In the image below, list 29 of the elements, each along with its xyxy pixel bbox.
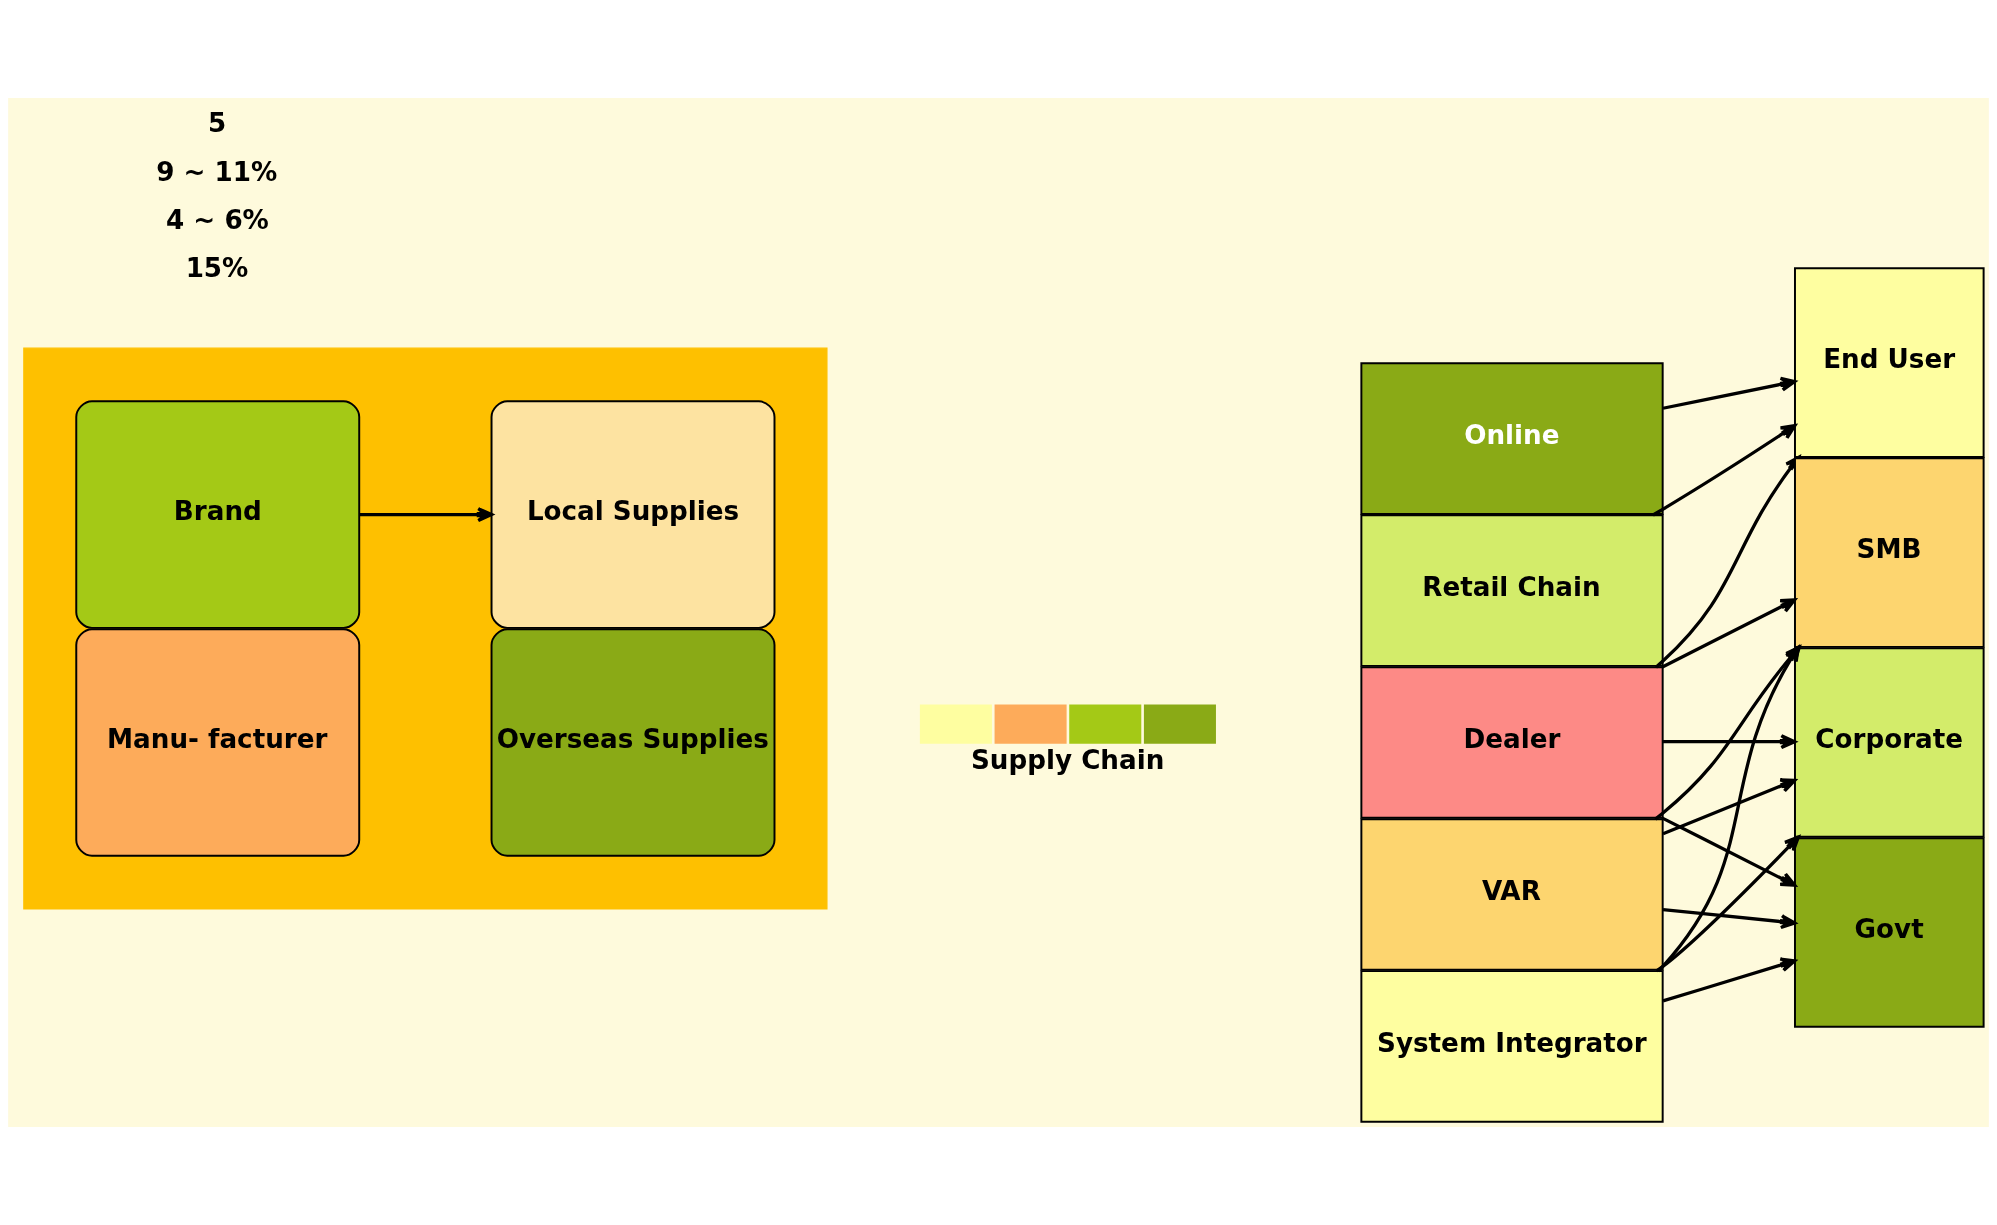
arrow [1662, 376, 1797, 410]
label: 9 ~ 11% [156, 156, 278, 187]
node-box: Corporate [1794, 647, 1985, 838]
arrow [1652, 424, 1797, 517]
node-label: Supply Chain [970, 744, 1165, 775]
arrow [359, 507, 494, 523]
node-box: Govt [1794, 837, 1985, 1028]
label: 5 [207, 108, 227, 139]
node-box: Manu- facturer [75, 628, 361, 857]
node-box: Overseas Supplies [490, 628, 776, 857]
arrow [1655, 835, 1800, 973]
arrow [1662, 957, 1797, 1003]
cluster [23, 347, 828, 910]
node-box: SMB [1794, 457, 1985, 648]
node-box: Online [1360, 362, 1664, 515]
node-box: VAR [1360, 818, 1664, 971]
arrow [1662, 778, 1797, 836]
arrow [1661, 598, 1797, 669]
arrow [1663, 734, 1797, 750]
node-box: Dealer [1360, 666, 1664, 819]
node-box: Local Supplies [490, 400, 776, 629]
node-box: Brand [75, 400, 361, 629]
arrow [1661, 816, 1797, 887]
node-box: Retail Chain [1360, 514, 1664, 667]
label: 15% [185, 253, 249, 284]
arrow [1662, 908, 1797, 930]
node-box: End User [1794, 267, 1985, 458]
node-box: System Integrator [1360, 970, 1664, 1123]
label: 4 ~ 6% [166, 205, 269, 235]
